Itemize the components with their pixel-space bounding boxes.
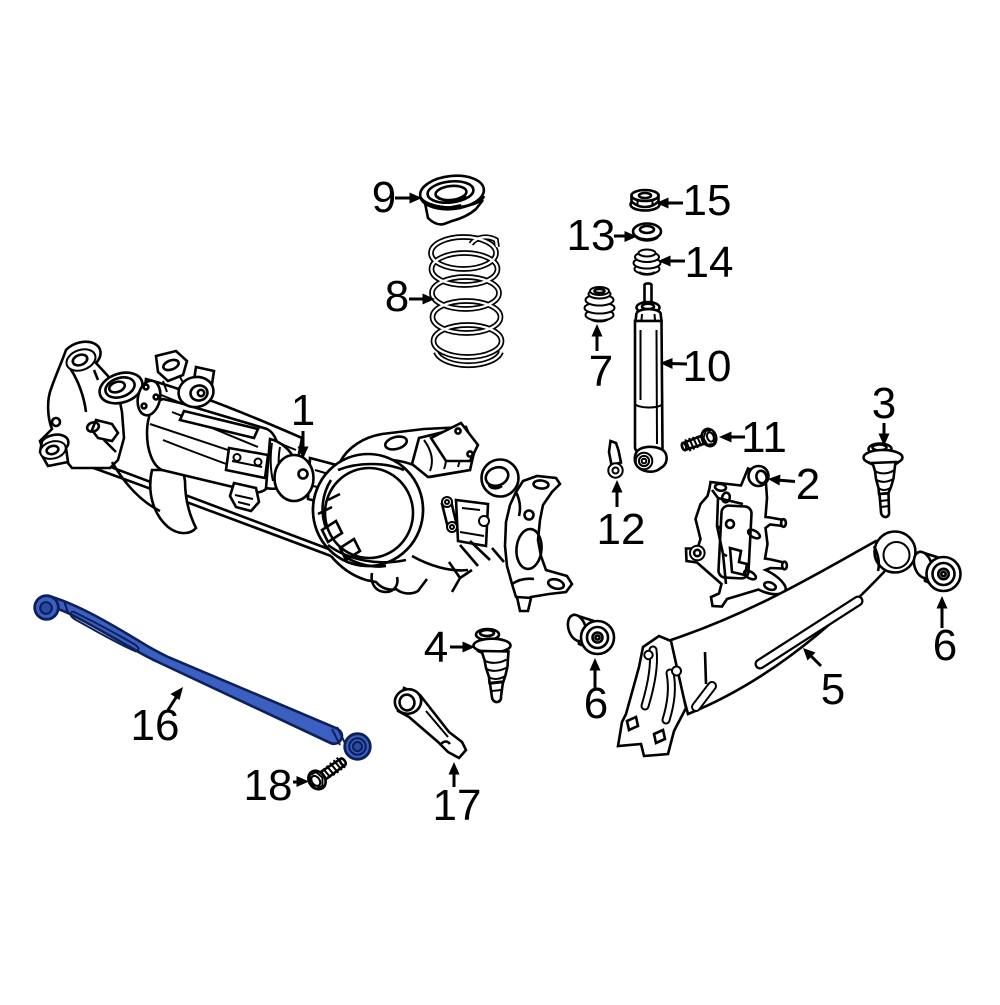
svg-text:9: 9 xyxy=(372,173,396,222)
svg-text:18: 18 xyxy=(244,761,293,810)
svg-text:10: 10 xyxy=(683,342,732,391)
svg-text:16: 16 xyxy=(131,701,180,750)
svg-text:7: 7 xyxy=(589,347,613,396)
svg-text:1: 1 xyxy=(291,386,315,435)
svg-text:12: 12 xyxy=(597,505,646,554)
svg-text:15: 15 xyxy=(683,176,732,225)
svg-text:14: 14 xyxy=(685,238,734,287)
svg-text:13: 13 xyxy=(567,211,616,260)
svg-text:8: 8 xyxy=(385,272,409,321)
svg-text:5: 5 xyxy=(821,665,845,714)
svg-text:3: 3 xyxy=(872,379,896,428)
svg-text:11: 11 xyxy=(741,413,787,462)
svg-text:4: 4 xyxy=(424,623,448,672)
svg-text:17: 17 xyxy=(433,781,482,830)
svg-text:6: 6 xyxy=(933,621,957,670)
svg-text:2: 2 xyxy=(796,460,820,509)
